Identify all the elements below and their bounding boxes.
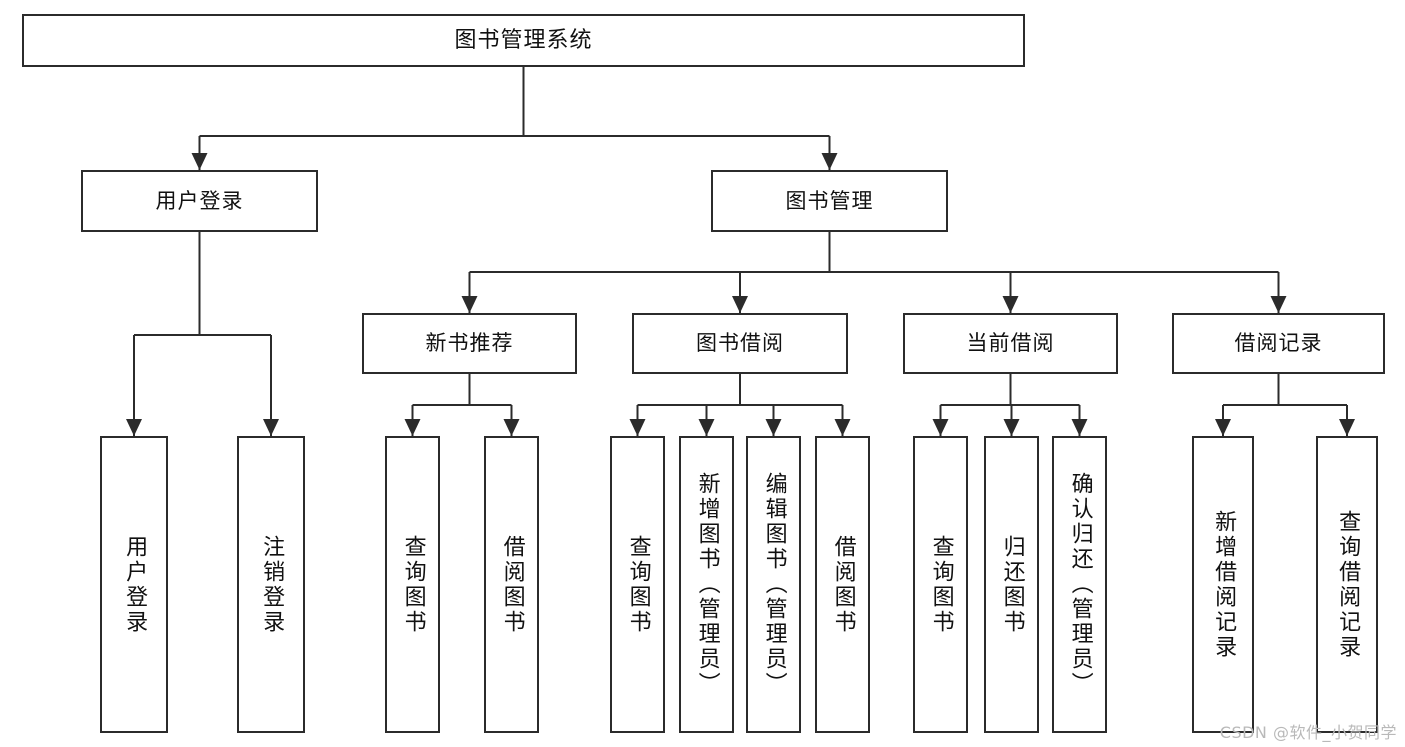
node-l3[interactable]: 查询图书 bbox=[385, 436, 440, 733]
node-label: 编辑图书（管理员） bbox=[761, 472, 787, 697]
watermark-label: CSDN @软件_小贺同学 bbox=[1219, 723, 1397, 742]
node-l13[interactable]: 查询借阅记录 bbox=[1316, 436, 1378, 733]
node-l5[interactable]: 查询图书 bbox=[610, 436, 665, 733]
node-borrow[interactable]: 图书借阅 bbox=[632, 313, 848, 374]
node-l2[interactable]: 注销登录 bbox=[237, 436, 305, 733]
node-records[interactable]: 借阅记录 bbox=[1172, 313, 1385, 374]
node-label: 注销登录 bbox=[259, 534, 285, 635]
node-label: 用户登录 bbox=[122, 534, 148, 635]
node-current[interactable]: 当前借阅 bbox=[903, 313, 1118, 374]
node-label: 查询图书 bbox=[928, 534, 954, 635]
edge-group-current bbox=[932, 374, 1088, 436]
node-l4[interactable]: 借阅图书 bbox=[484, 436, 539, 733]
node-l6[interactable]: 新增图书（管理员） bbox=[679, 436, 734, 733]
node-label: 图书借阅 bbox=[696, 331, 784, 356]
edge-group-newbook bbox=[404, 374, 520, 436]
node-l7[interactable]: 编辑图书（管理员） bbox=[746, 436, 801, 733]
node-root[interactable]: 图书管理系统 bbox=[22, 14, 1025, 67]
edge-group-root bbox=[191, 67, 838, 170]
edge-group-records bbox=[1215, 374, 1355, 436]
node-label: 查询图书 bbox=[625, 534, 651, 635]
node-bookmgmt[interactable]: 图书管理 bbox=[711, 170, 948, 232]
node-label: 新增借阅记录 bbox=[1211, 509, 1237, 660]
node-label: 确认归还（管理员） bbox=[1067, 472, 1093, 697]
edge-group-bookmgmt bbox=[461, 232, 1287, 313]
node-label: 查询图书 bbox=[400, 534, 426, 635]
node-label: 图书管理 bbox=[785, 188, 874, 213]
node-label: 当前借阅 bbox=[966, 331, 1055, 356]
node-label: 归还图书 bbox=[999, 534, 1025, 635]
edge-group-borrow bbox=[629, 374, 851, 436]
node-label: 新书推荐 bbox=[425, 331, 514, 356]
node-l1[interactable]: 用户登录 bbox=[100, 436, 168, 733]
node-l8[interactable]: 借阅图书 bbox=[815, 436, 870, 733]
node-l12[interactable]: 新增借阅记录 bbox=[1192, 436, 1254, 733]
node-l10[interactable]: 归还图书 bbox=[984, 436, 1039, 733]
node-label: 借阅记录 bbox=[1234, 331, 1323, 356]
node-label: 新增图书（管理员） bbox=[694, 472, 720, 697]
node-l11[interactable]: 确认归还（管理员） bbox=[1052, 436, 1107, 733]
node-newbook[interactable]: 新书推荐 bbox=[362, 313, 577, 374]
node-l9[interactable]: 查询图书 bbox=[913, 436, 968, 733]
node-label: 用户登录 bbox=[155, 188, 244, 213]
node-label: 图书管理系统 bbox=[454, 27, 593, 53]
node-label: 查询借阅记录 bbox=[1335, 509, 1361, 660]
edge-group-login bbox=[126, 232, 279, 436]
node-label: 借阅图书 bbox=[830, 534, 856, 635]
node-label: 借阅图书 bbox=[499, 534, 525, 635]
node-login[interactable]: 用户登录 bbox=[81, 170, 318, 232]
